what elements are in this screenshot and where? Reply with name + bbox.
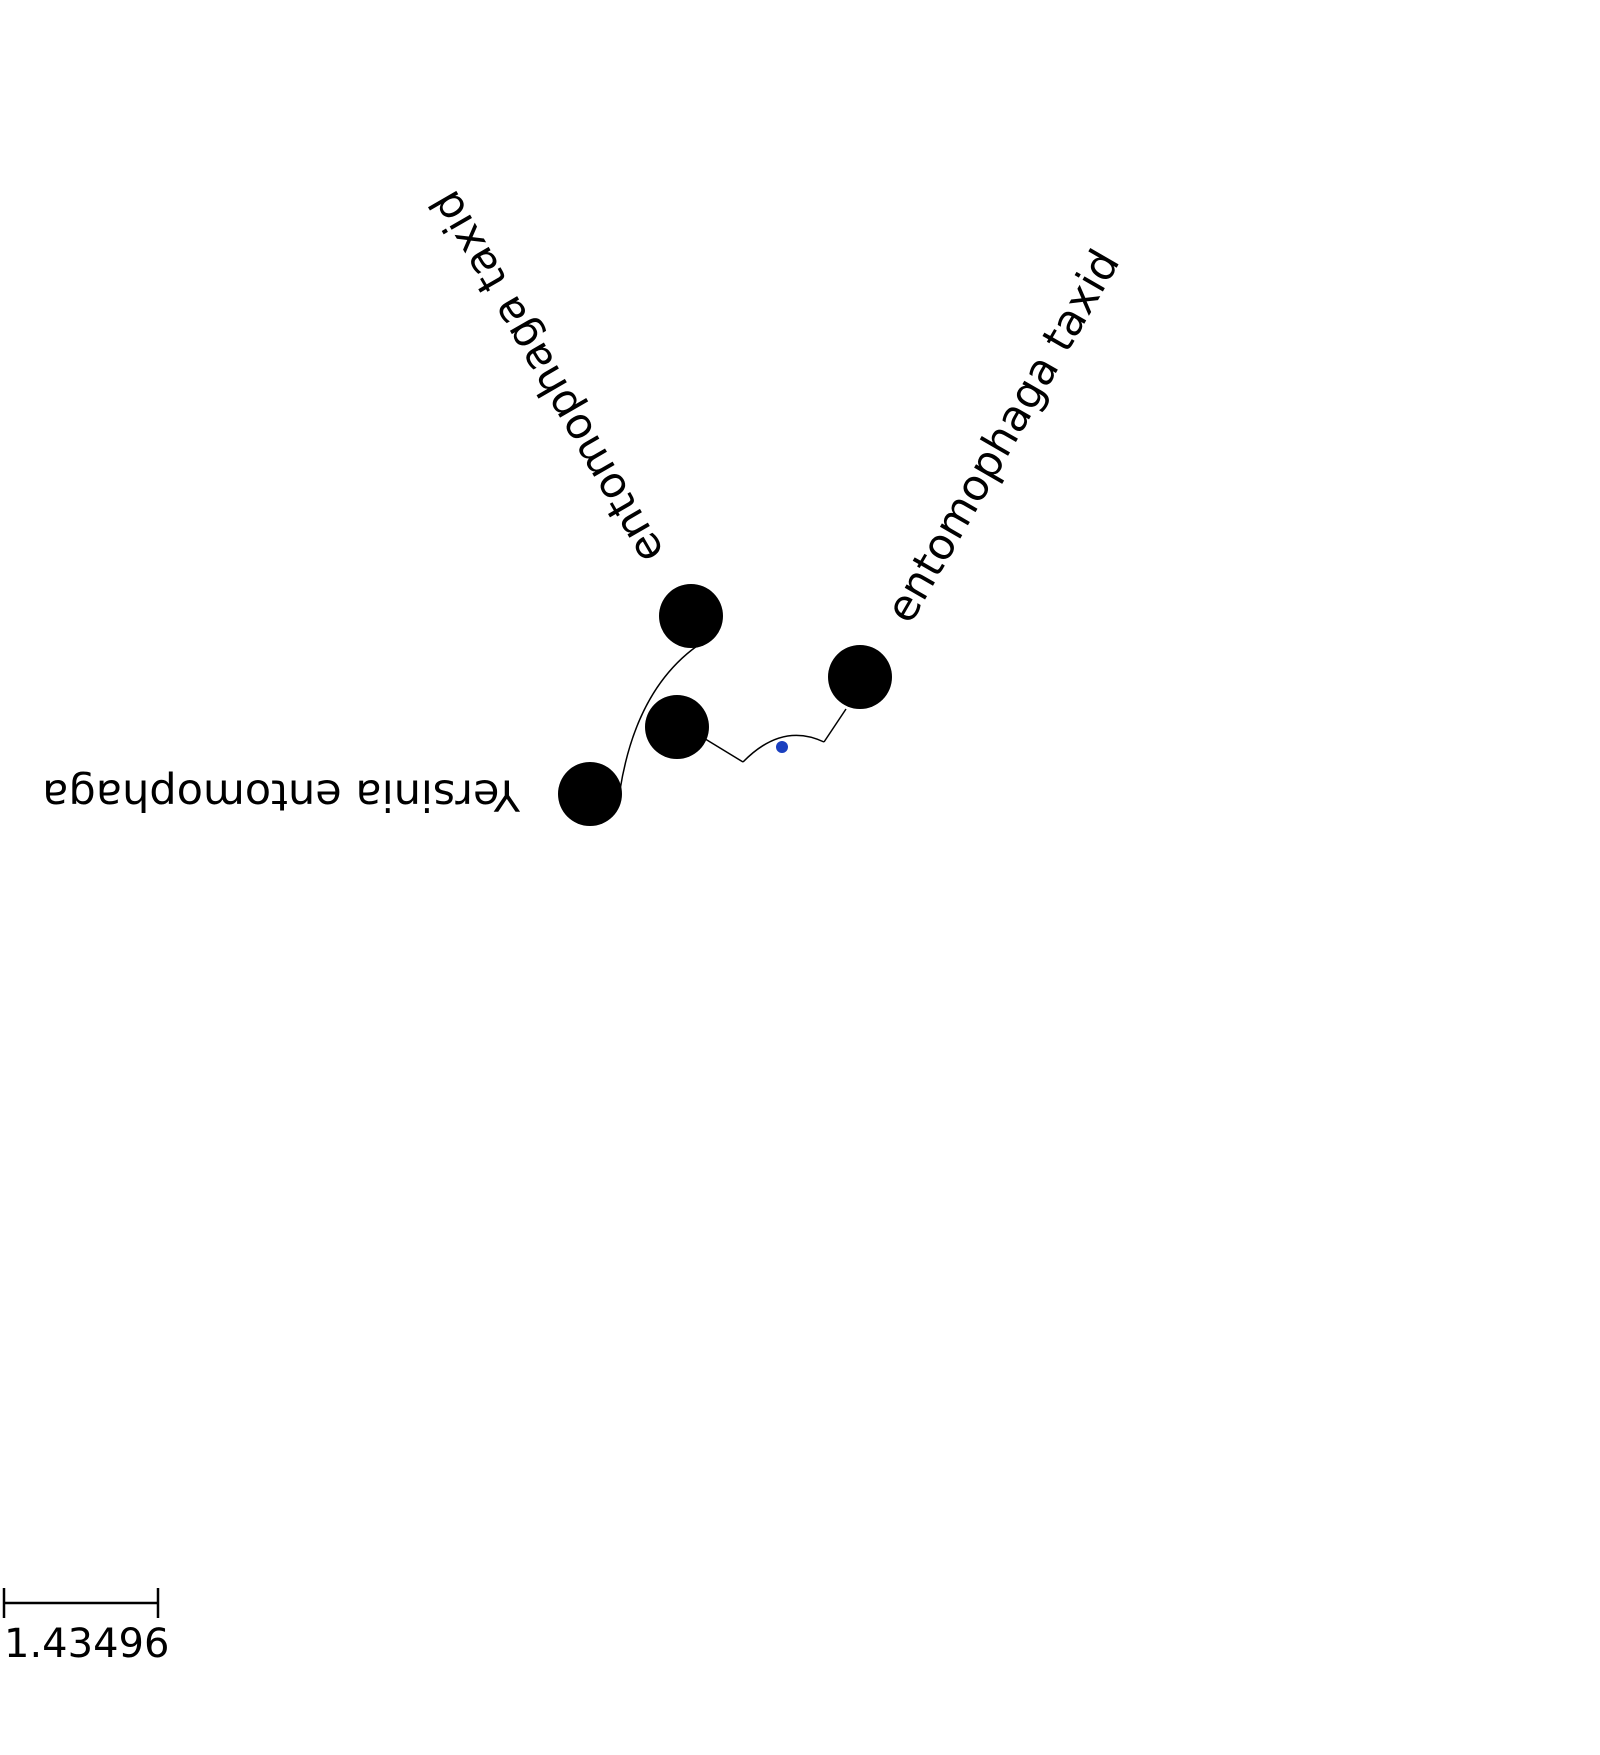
branch-arc-inner [742,734,825,763]
branch-arc-outer [619,645,698,791]
leaf-markers [558,584,892,826]
branch-right-leaf [823,708,847,743]
leaf-node-yersinia[interactable] [558,762,622,826]
scale-bar: 1.43496 [2,1588,169,1667]
leaf-label-yersinia: Yersinia entomophaga [42,770,521,820]
leaf-node-upper-left[interactable] [659,584,723,648]
leaf-node-inner[interactable] [645,695,709,759]
tree-branches [619,645,847,791]
scale-bar-label: 1.43496 [4,1621,169,1667]
branch-inner-leaf [701,736,744,763]
leaf-label-upper-left: entomophaga taxid [421,182,675,572]
leaf-node-right[interactable] [828,645,892,709]
leaf-label-right: entomophaga taxid [876,241,1130,631]
leaf-labels: entomophaga taxid Yersinia entomophaga e… [42,182,1130,820]
root-node[interactable] [776,741,788,753]
